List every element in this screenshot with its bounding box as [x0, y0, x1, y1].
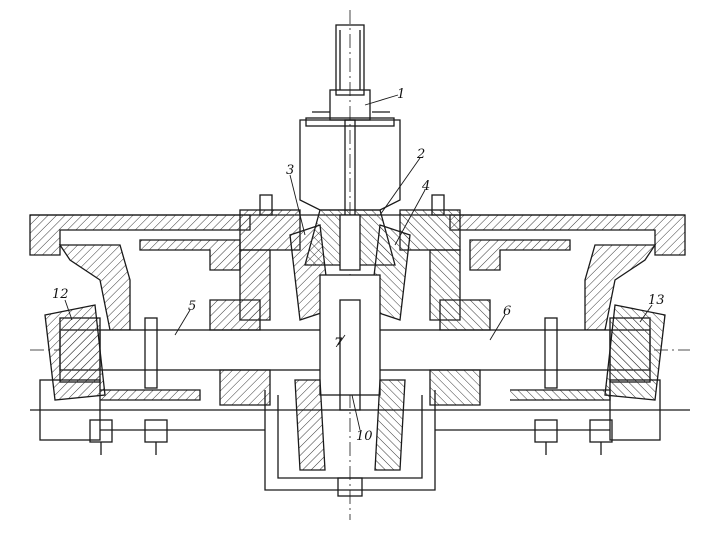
- base-rails: [30, 379, 690, 441]
- leader-lines: [64, 94, 653, 431]
- lower-housing: [264, 379, 436, 497]
- mounting-bolts: [89, 419, 613, 455]
- callout-10: 10: [356, 429, 373, 444]
- callout-13: 13: [648, 293, 665, 308]
- callout-6: 6: [503, 304, 512, 319]
- housing-walls: [139, 194, 571, 321]
- differential-center: [209, 274, 491, 411]
- callout-12: 12: [52, 287, 69, 302]
- end-hub-right: [604, 304, 666, 401]
- end-hub-left: [44, 304, 106, 401]
- callout-7: 7: [334, 336, 343, 351]
- callout-2: 2: [417, 147, 426, 162]
- callout-4: 4: [422, 179, 431, 194]
- callout-3: 3: [286, 163, 295, 178]
- callout-5: 5: [188, 299, 197, 314]
- callout-1: 1: [397, 87, 406, 102]
- main-flange: [29, 214, 686, 331]
